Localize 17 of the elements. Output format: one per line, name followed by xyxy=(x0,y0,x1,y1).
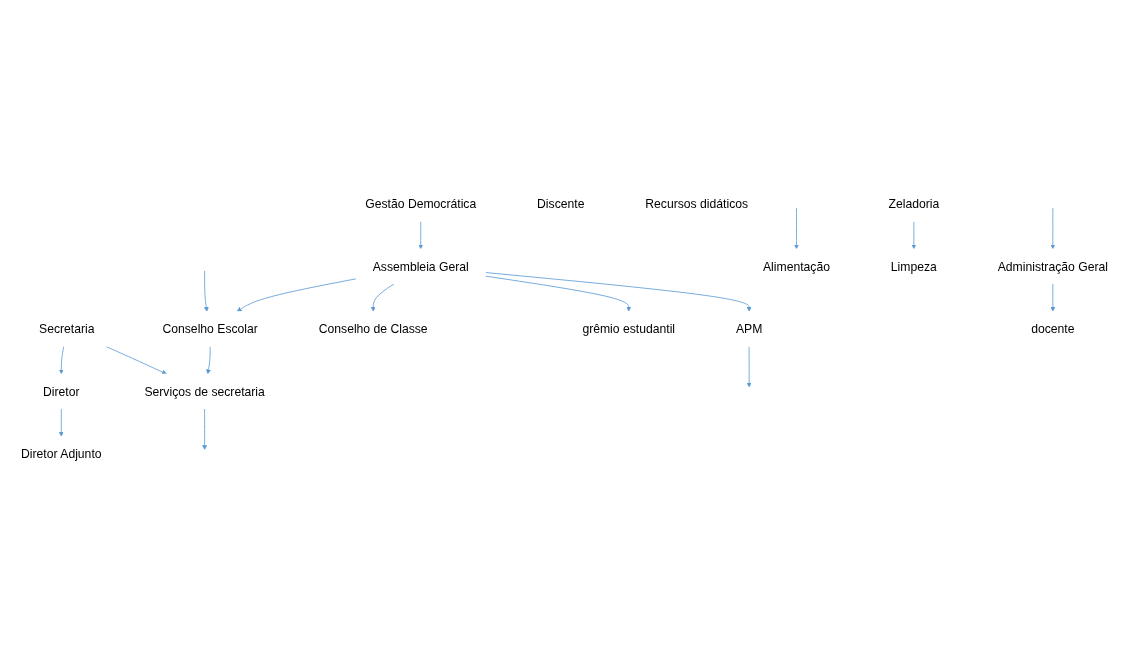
node-text: Serviços de secretaria xyxy=(144,384,265,398)
node-text: Diretor Adjunto xyxy=(21,446,102,461)
node-text: Conselho de Classe xyxy=(318,321,428,336)
node-text: Limpeza xyxy=(890,259,937,273)
node-text: Conselho Escolar xyxy=(162,321,258,336)
node-text: docente xyxy=(1031,321,1075,336)
node-text: Secretaria xyxy=(39,321,95,336)
node-text: Administração Geral xyxy=(997,259,1108,273)
node-text: Zeladoria xyxy=(888,196,940,211)
node-text: Discente xyxy=(537,196,585,211)
node-text: Gestão Democrática xyxy=(365,196,477,211)
node-text: Alimentação xyxy=(763,259,830,273)
node-text: Recursos didáticos xyxy=(645,196,749,211)
node-text: grêmio estudantil xyxy=(582,321,676,336)
node-text: Assembleia Geral xyxy=(372,259,469,273)
node-text: APM xyxy=(735,321,763,336)
node-text: Diretor xyxy=(43,384,80,398)
